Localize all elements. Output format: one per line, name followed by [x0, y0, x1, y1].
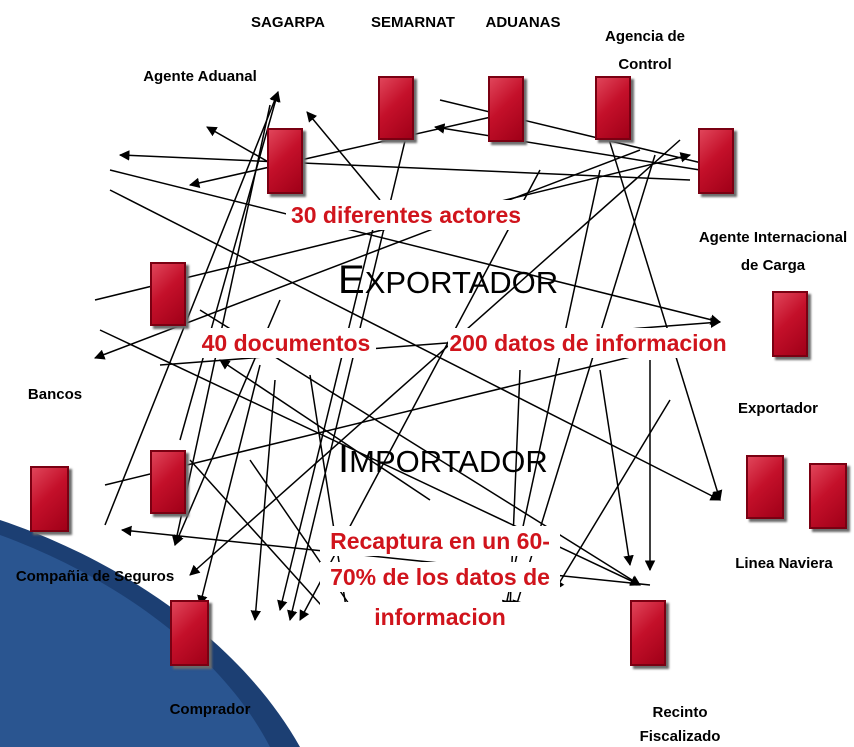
- recaptura-highlight-2: 70% de los datos de: [320, 562, 560, 592]
- agencia-control-label-2: Control: [618, 56, 672, 73]
- comprador-label: Comprador: [169, 701, 251, 718]
- recinto-label-2: Fiscalizado: [639, 728, 721, 745]
- linea-naviera-label: Linea Naviera: [735, 555, 833, 572]
- importador-initial: I: [338, 437, 350, 481]
- compania-seguros-label: Compañia de Seguros: [15, 568, 175, 585]
- agente-internacional-label-1: Agente Internacional: [698, 229, 848, 246]
- exportador-box: [772, 291, 808, 357]
- agencia-control-box: [595, 76, 631, 140]
- importador-heading: IMPORTADOR: [338, 437, 548, 482]
- agente-internacional-label-2: de Carga: [740, 257, 806, 274]
- aduanas-label: ADUANAS: [485, 14, 561, 31]
- recaptura-highlight-1: Recaptura en un 60-: [320, 526, 560, 556]
- semarnat-box: [378, 76, 414, 140]
- exportador-initial: E: [338, 258, 365, 302]
- agente-internacional-box: [698, 128, 734, 194]
- exportador-rest: XPORTADOR: [364, 265, 559, 300]
- bancos-box: [30, 466, 69, 532]
- linea-naviera-box-1: [746, 455, 784, 519]
- linea-naviera-box-2: [809, 463, 847, 529]
- importador-box: [150, 450, 186, 514]
- actores-highlight: 30 diferentes actores: [286, 200, 526, 230]
- datos-highlight: 200 datos de informacion: [448, 328, 728, 358]
- agencia-control-label-1: Agencia de: [604, 28, 686, 45]
- bancos-label: Bancos: [27, 386, 83, 403]
- exportador-label: Exportador: [737, 400, 818, 417]
- recinto-label-1: Recinto: [652, 704, 708, 721]
- agente-aduanal-label: Agente Aduanal: [143, 68, 257, 85]
- documentos-highlight: 40 documentos: [196, 328, 376, 358]
- sagarpa-box: [267, 128, 303, 194]
- importador-rest: MPORTADOR: [349, 444, 548, 479]
- semarnat-label: SEMARNAT: [371, 14, 455, 31]
- comprador-box: [170, 600, 209, 666]
- recaptura-highlight-3: informacion: [320, 602, 560, 632]
- recinto-box: [630, 600, 666, 666]
- exportador-heading: EXPORTADOR: [338, 258, 558, 303]
- aduanas-box: [488, 76, 524, 142]
- agente-aduanal-box: [150, 262, 186, 326]
- sagarpa-label: SAGARPA: [251, 14, 325, 31]
